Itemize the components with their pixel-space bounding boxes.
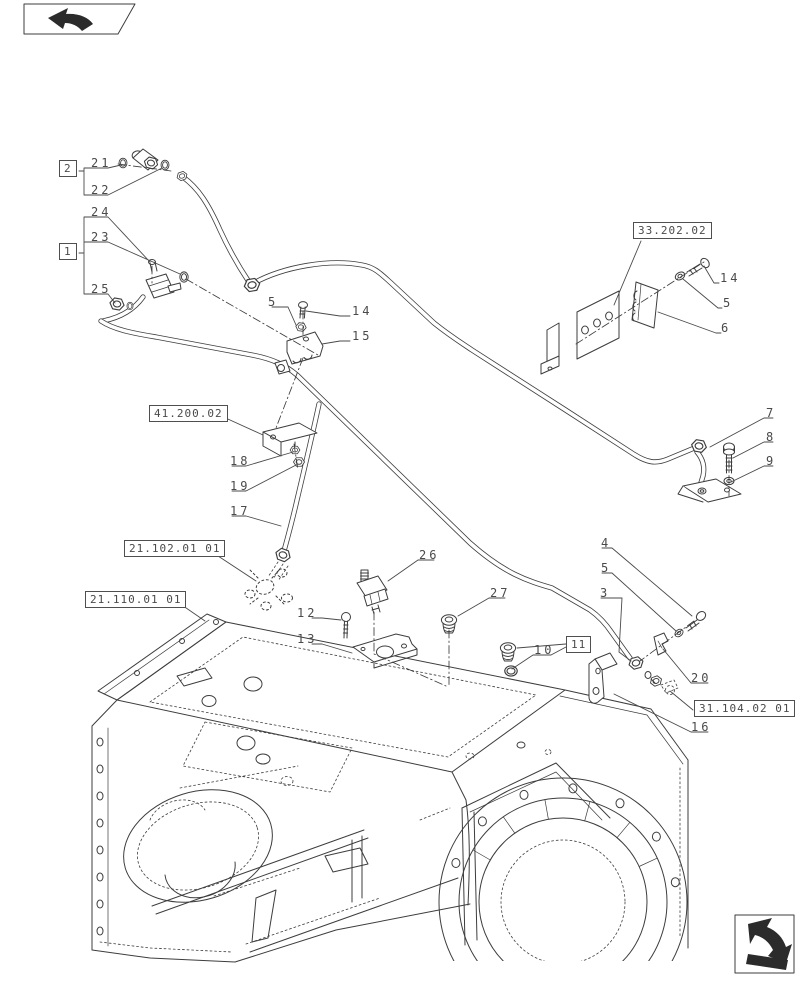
callout-23-3: 23 xyxy=(91,230,112,244)
exploded-parts xyxy=(108,148,742,704)
ref-box-31-104-02-01[interactable]: 31.104.02 01 xyxy=(694,700,796,717)
prev-page-arrow-icon xyxy=(48,8,93,31)
pipe-tab xyxy=(274,359,291,375)
part-20-clip xyxy=(653,632,669,656)
prev-page-button[interactable] xyxy=(23,3,136,35)
callout-9-16: 9 xyxy=(766,454,777,468)
callout-8-15: 8 xyxy=(766,430,777,444)
callout-4-22: 4 xyxy=(601,536,612,550)
part-13-support-bracket xyxy=(352,633,418,669)
ref-box-21-102-01-01[interactable]: 21.102.01 01 xyxy=(124,540,226,557)
callout-13-19: 13 xyxy=(297,632,318,646)
part-26-elbow-union xyxy=(356,569,389,615)
part-7-banjo-fitting xyxy=(677,438,742,503)
callout-25-4: 25 xyxy=(91,282,112,296)
callout-5-9: 5 xyxy=(723,296,734,310)
callout-12-18: 12 xyxy=(297,606,318,620)
callout-14-8: 14 xyxy=(720,271,741,285)
callout-5-5: 5 xyxy=(268,295,279,309)
callout-21-0: 21 xyxy=(91,156,112,170)
callout-16-26: 16 xyxy=(691,720,712,734)
part-1-valve-fitting xyxy=(108,259,189,312)
ref-box-41-200-02[interactable]: 41.200.02 xyxy=(149,405,228,422)
ref-box-1[interactable]: 1 xyxy=(59,243,77,260)
next-page-arrow-icon xyxy=(748,918,792,963)
callout-5-23: 5 xyxy=(601,561,612,575)
section-33-202-02-assembly xyxy=(540,257,710,375)
part-15-pipe-clamp xyxy=(286,301,324,365)
callout-22-1: 22 xyxy=(91,183,112,197)
assembly-axes xyxy=(117,163,730,687)
callout-15-7: 15 xyxy=(352,329,373,343)
section-31-104-connector xyxy=(644,671,679,695)
callout-17-13: 17 xyxy=(230,504,251,518)
callout-6-10: 6 xyxy=(721,321,732,335)
next-page-button[interactable] xyxy=(734,914,795,974)
next-page-arrow-bar xyxy=(746,954,788,970)
ref-box-21-110-01-01[interactable]: 21.110.01 01 xyxy=(85,591,187,608)
section-21-102-component xyxy=(244,568,293,611)
part-2-elbow-fitting xyxy=(118,148,189,182)
transmission-housing-drawing xyxy=(91,613,689,963)
callout-3-24: 3 xyxy=(600,586,611,600)
callout-10-21: 10 xyxy=(534,643,555,657)
part-12-bolt xyxy=(341,612,351,639)
callout-19-12: 19 xyxy=(230,479,251,493)
part-4-bolt-and-washer xyxy=(673,611,707,639)
callout-14-6: 14 xyxy=(352,304,373,318)
ref-box-33-202-02[interactable]: 33.202.02 xyxy=(633,222,712,239)
callout-26-17: 26 xyxy=(419,548,440,562)
callout-24-2: 24 xyxy=(91,205,112,219)
ref-box-2[interactable]: 2 xyxy=(59,160,77,177)
brake-pipes xyxy=(98,174,707,661)
ref-box-11[interactable]: 11 xyxy=(566,636,592,653)
callout-20-25: 20 xyxy=(691,671,712,685)
callout-18-11: 18 xyxy=(230,454,251,468)
callout-27-20: 27 xyxy=(490,586,511,600)
part-16-bracket xyxy=(588,652,618,704)
part-17-hose-end xyxy=(267,546,293,582)
section-41-200-02-bracket xyxy=(262,422,318,467)
callout-7-14: 7 xyxy=(766,406,777,420)
